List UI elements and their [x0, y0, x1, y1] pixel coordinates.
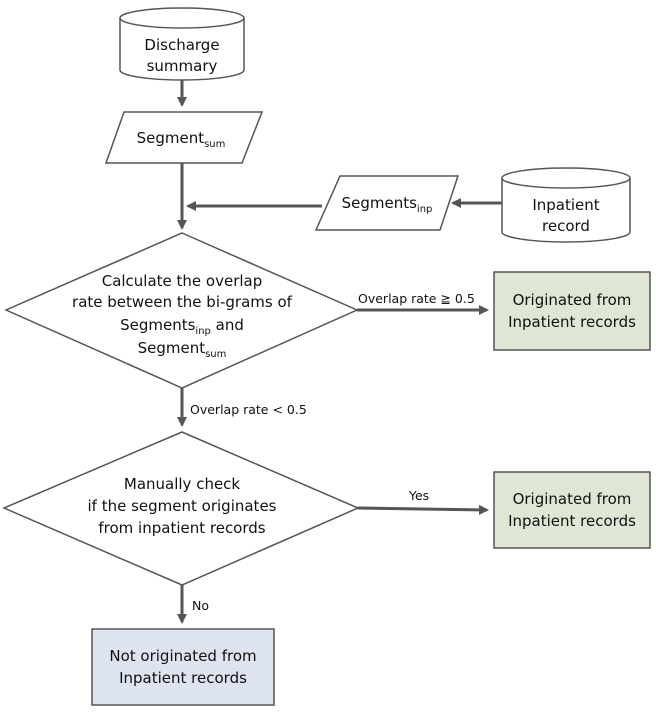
- overlap-decision-line-4: Segmentsum: [138, 339, 227, 360]
- result-overlap-line-1: Originated from: [513, 291, 632, 309]
- result-manual-yes-line-2: Inpatient records: [508, 512, 636, 530]
- overlap-decision-line-2: rate between the bi-grams of: [72, 293, 293, 311]
- result-not-originated-line-1: Not originated from: [109, 647, 256, 665]
- result-not-originated-line-2: Inpatient records: [119, 669, 247, 687]
- arrow-manual-yes: [357, 504, 489, 515]
- result-overlap-line-2: Inpatient records: [508, 313, 636, 331]
- result-manual-yes-line-1: Originated from: [513, 490, 632, 508]
- edge-label-overlap-low: Overlap rate < 0.5: [190, 402, 307, 417]
- inpatient-record-node: Inpatient record: [501, 167, 631, 243]
- discharge-summary-node: Discharge summary: [119, 7, 245, 81]
- segment-sum-label: Segmentsum: [137, 129, 226, 150]
- inpatient-record-line-2: record: [542, 217, 590, 235]
- edge-label-no: No: [192, 598, 209, 613]
- edge-label-overlap-high: Overlap rate ≧ 0.5: [358, 291, 475, 306]
- manual-check-decision-node: Manually check if the segment originates…: [2, 431, 360, 586]
- manual-check-line-1: Manually check: [124, 475, 241, 493]
- manual-check-line-2: if the segment originates: [88, 497, 277, 515]
- discharge-summary-line-2: summary: [147, 57, 218, 75]
- segment-sum-node: Segmentsum: [104, 111, 264, 164]
- discharge-summary-line-1: Discharge: [144, 36, 219, 54]
- overlap-decision-node: Calculate the overlap rate between the b…: [4, 232, 359, 389]
- overlap-decision-line-1: Calculate the overlap: [102, 272, 263, 290]
- inpatient-record-line-1: Inpatient: [532, 196, 599, 214]
- manual-check-line-3: from inpatient records: [98, 519, 265, 537]
- segments-inp-node: Segmentsinp: [314, 175, 460, 231]
- edge-label-yes: Yes: [408, 488, 429, 503]
- segments-inp-label: Segmentsinp: [342, 194, 433, 215]
- result-not-originated-node: Not originated from Inpatient records: [91, 628, 275, 706]
- result-manual-yes-node: Originated from Inpatient records: [493, 471, 651, 549]
- result-overlap-node: Originated from Inpatient records: [493, 271, 651, 351]
- overlap-decision-line-3: Segmentsinp and: [120, 316, 244, 337]
